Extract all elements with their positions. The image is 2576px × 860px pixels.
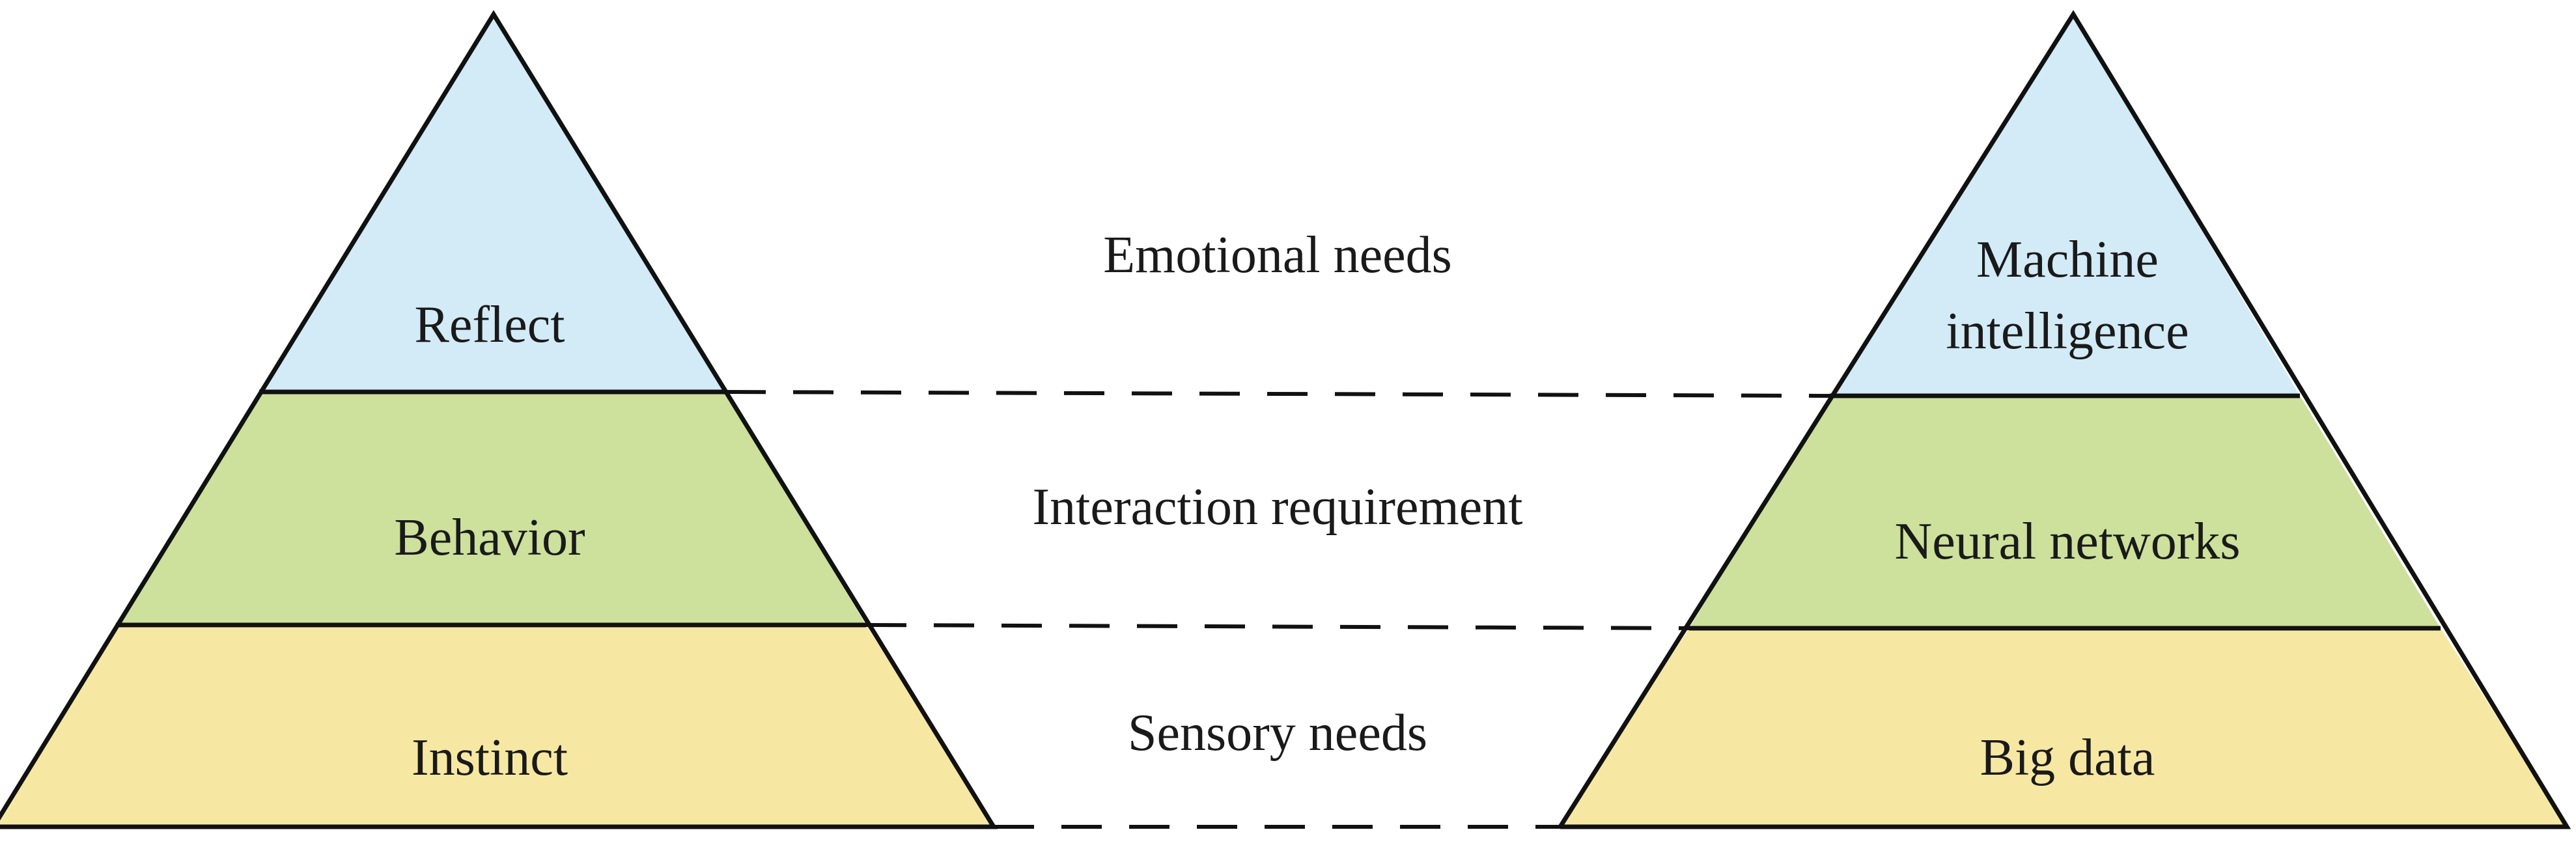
right-tier-bottom (1560, 628, 2567, 827)
right-label-intelligence: intelligence (1946, 303, 2189, 360)
left-label-instinct: Instinct (412, 729, 568, 786)
label-interaction-requirement: Interaction requirement (1033, 479, 1523, 536)
right-label-neural-networks: Neural networks (1895, 513, 2241, 570)
left-tier-bottom (0, 625, 994, 827)
label-sensory-needs: Sensory needs (1128, 704, 1427, 762)
middle-labels: Emotional needs Interaction requirement … (1033, 227, 1523, 762)
right-label-big-data: Big data (1980, 729, 2155, 786)
left-pyramid: Reflect Behavior Instinct (0, 10, 998, 829)
left-label-behavior: Behavior (394, 509, 585, 566)
right-tier-top (1830, 14, 2300, 396)
left-tier-middle (116, 392, 866, 625)
right-tier-middle (1689, 396, 2441, 628)
dashed-connectors (725, 390, 1830, 829)
dashed-connector-upper (725, 390, 1830, 398)
left-label-reflect: Reflect (415, 296, 565, 354)
left-tier-top (259, 14, 725, 392)
label-emotional-needs: Emotional needs (1103, 227, 1451, 284)
left-outline (0, 10, 998, 829)
right-outline (1558, 10, 2571, 829)
dashed-connector-middle (865, 623, 1690, 630)
right-pyramid: Machine intelligence Neural networks Big… (1558, 10, 2571, 829)
right-label-machine: Machine (1976, 231, 2159, 288)
